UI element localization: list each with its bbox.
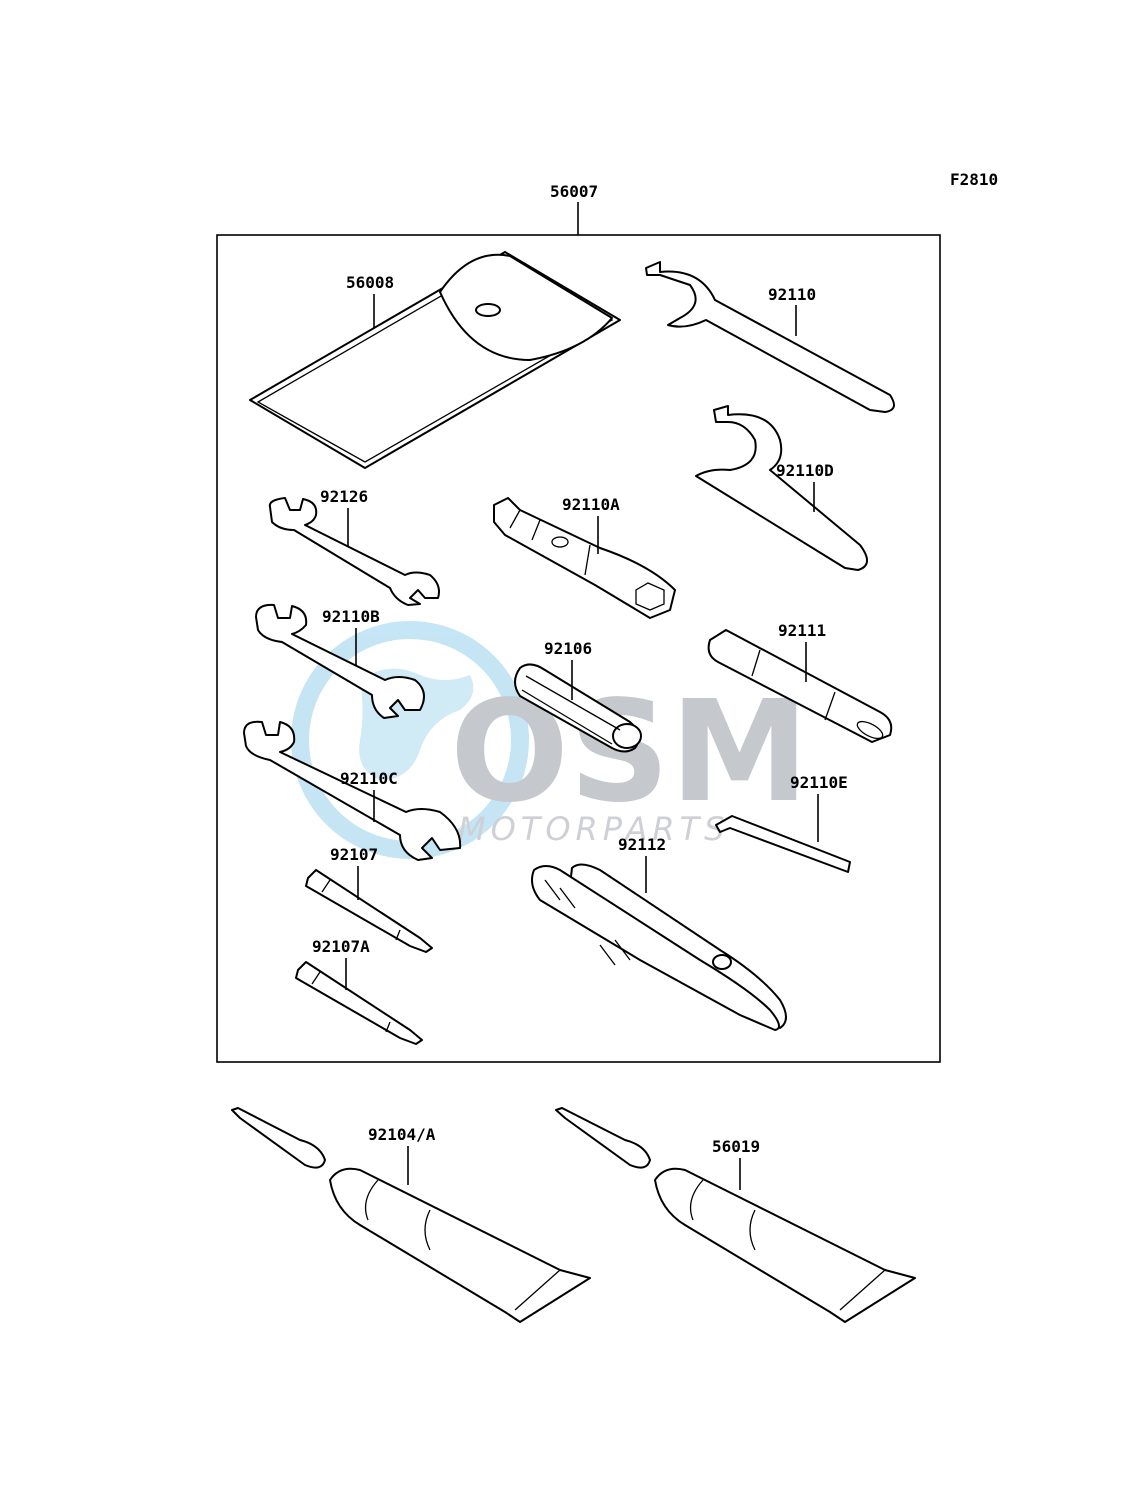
part-92107A[interactable]: 92107A [295, 937, 423, 1045]
part-label: 92110B [322, 607, 380, 626]
grease-tube-icon [654, 1167, 916, 1323]
part-label: 92104/A [368, 1125, 436, 1144]
hook-spanner-icon [645, 261, 895, 413]
part-label: 56008 [346, 273, 394, 292]
extension-handle-icon [707, 629, 893, 743]
part-label: 92110C [340, 769, 398, 788]
part-92110E[interactable]: 92110E [715, 773, 851, 873]
open-end-wrench-icon [268, 497, 440, 606]
part-label: 92110A [562, 495, 620, 514]
part-92107[interactable]: 92107 [305, 845, 433, 953]
part-92126[interactable]: 92126 [268, 487, 440, 606]
part-92106[interactable]: 92106 [514, 639, 642, 753]
part-92112[interactable]: 92112 [531, 835, 787, 1031]
nozzle-icon [555, 1107, 651, 1169]
spark-plug-wrench-icon [493, 497, 676, 619]
tool-pouch-icon [249, 251, 621, 469]
part-label: 56019 [712, 1137, 760, 1156]
part-label: 92110 [768, 285, 816, 304]
hex-key-icon [715, 815, 851, 873]
part-92111[interactable]: 92111 [707, 621, 893, 743]
part-label: 92107A [312, 937, 370, 956]
part-92110A[interactable]: 92110A [493, 495, 676, 619]
part-label: 92111 [778, 621, 826, 640]
watermark-brand: OSM [450, 671, 809, 834]
watermark-tagline: MOTORPARTS [458, 810, 729, 848]
part-label: 92110E [790, 773, 848, 792]
part-label: 92110D [776, 461, 834, 480]
part-92110D[interactable]: 92110D [695, 405, 868, 571]
part-label: 92112 [618, 835, 666, 854]
grease-tube-icon [329, 1167, 591, 1323]
kit-box [216, 234, 941, 1063]
part-92110B[interactable]: 92110B [255, 603, 425, 719]
part-56008[interactable]: 56008 [249, 251, 621, 469]
screwdriver-bit-icon [295, 961, 423, 1045]
part-label: 92106 [544, 639, 592, 658]
open-end-wrench-icon [255, 603, 425, 719]
open-end-wrench-icon [243, 720, 462, 861]
part-label: 92126 [320, 487, 368, 506]
part-92110[interactable]: 92110 [645, 261, 895, 413]
hook-spanner-icon [695, 405, 868, 571]
part-92110C[interactable]: 92110C [243, 720, 462, 861]
socket-icon [514, 663, 640, 753]
part-56019[interactable]: 56019 [555, 1107, 916, 1323]
kit-label[interactable]: 56007 [550, 182, 598, 201]
nozzle-icon [231, 1107, 326, 1169]
part-label: 92107 [330, 845, 378, 864]
part-92104A[interactable]: 92104/A [231, 1107, 591, 1323]
screwdriver-bit-icon [305, 869, 433, 953]
figure-code: F2810 [950, 170, 998, 189]
